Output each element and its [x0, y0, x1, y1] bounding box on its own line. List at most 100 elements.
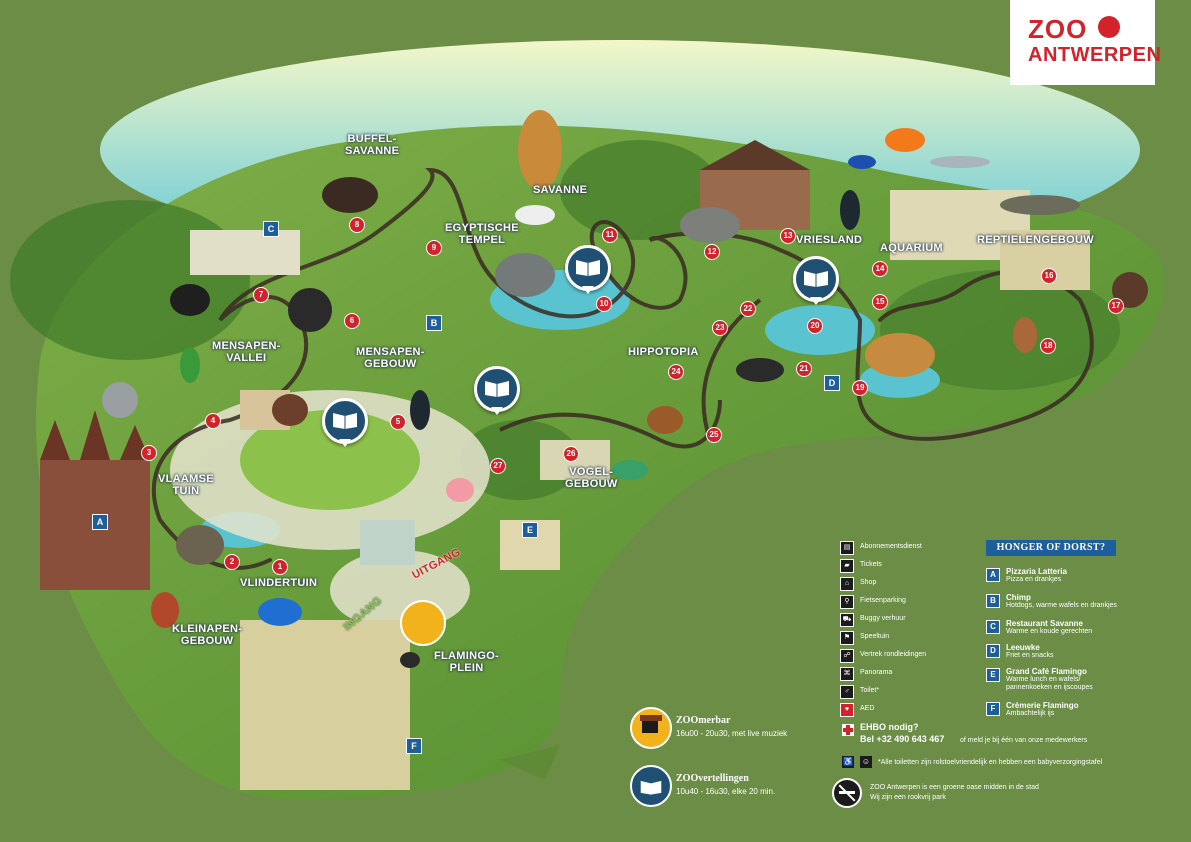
marker-14[interactable]: 14: [872, 261, 888, 277]
zoovertellingen-badge[interactable]: [474, 366, 520, 415]
gorilla: [288, 288, 332, 332]
marker-23[interactable]: 23: [712, 320, 728, 336]
flamingo: [446, 478, 474, 502]
first-aid-phone: Bel +32 490 643 467: [860, 734, 945, 744]
marker-6[interactable]: 6: [344, 313, 360, 329]
panorama-icon: ⌘: [840, 667, 854, 681]
area-label-vogelgebouw: VOGEL- GEBOUW: [565, 466, 618, 490]
butterfly: [258, 598, 302, 626]
marker-12[interactable]: 12: [704, 244, 720, 260]
marker-22[interactable]: 22: [740, 301, 756, 317]
area-label-vriesland: VRIESLAND: [796, 234, 863, 246]
marker-15[interactable]: 15: [872, 294, 888, 310]
zoomerbar-hours: 16u00 - 20u30, met live muziek: [676, 729, 788, 738]
toilet-note: *Alle toiletten zijn rolstoelvriendelijk…: [878, 759, 1103, 766]
book-icon: [485, 381, 509, 397]
logo-line2: ANTWERPEN: [1028, 44, 1162, 66]
restaurant-marker-f[interactable]: F: [406, 738, 422, 754]
zoomerbar-icon: [630, 707, 672, 749]
buffalo: [322, 177, 378, 213]
playground-icon: ⚑: [840, 631, 854, 645]
zoovertellingen-badge[interactable]: [793, 256, 839, 305]
restaurant-marker-e[interactable]: E: [522, 522, 538, 538]
marker-10[interactable]: 10: [596, 296, 612, 312]
book-icon: [804, 271, 828, 287]
zoovertellingen-title: ZOOvertellingen: [676, 773, 749, 784]
marker-5[interactable]: 5: [390, 414, 406, 430]
logo-ball-icon: [1098, 16, 1120, 38]
penguin-big: [840, 190, 860, 230]
zoo-antwerpen-logo: ZOO ANTWERPEN: [1010, 0, 1161, 85]
restaurant-marker-d[interactable]: D: [824, 375, 840, 391]
marker-1[interactable]: 1: [272, 559, 288, 575]
rhino: [680, 207, 740, 243]
marker-9[interactable]: 9: [426, 240, 442, 256]
marker-8[interactable]: 8: [349, 217, 365, 233]
marker-11[interactable]: 11: [602, 227, 618, 243]
baby-changing-icon: ☺: [860, 756, 872, 768]
restaurant-marker-c[interactable]: C: [263, 221, 279, 237]
area-label-mensapen-gebouw: MENSAPEN- GEBOUW: [356, 346, 425, 370]
marker-3[interactable]: 3: [141, 445, 157, 461]
parrot: [180, 347, 200, 383]
area-label-mensapen-vallei: MENSAPEN- VALLEI: [212, 340, 281, 364]
marker-16[interactable]: 16: [1041, 268, 1057, 284]
zoomerbar-title: ZOOmerbar: [676, 715, 731, 726]
shop-icon: ⌂: [840, 577, 854, 591]
blue-fish: [848, 155, 876, 169]
first-aid-note: of meld je bij één van onze medewerkers: [960, 737, 1088, 744]
bicycle-icon: ⚲: [840, 595, 854, 609]
marker-4[interactable]: 4: [205, 413, 221, 429]
koala: [102, 382, 138, 418]
red-monkey: [151, 592, 179, 628]
food-header: HONGER OF DORST?: [986, 540, 1116, 556]
toilet-icon: ♂: [840, 685, 854, 699]
tour-icon: ☍: [840, 649, 854, 663]
area-label-vlindertuin: VLINDERTUIN: [240, 577, 318, 589]
okapi: [272, 394, 308, 426]
zoomerbar-marker[interactable]: [400, 600, 446, 646]
area-label-egyptische-tempel: EGYPTISCHE TEMPEL: [445, 222, 519, 246]
shark: [930, 156, 990, 168]
clownfish: [885, 128, 925, 152]
area-label-reptielengebouw: REPTIELENGEBOUW: [977, 234, 1094, 246]
marker-27[interactable]: 27: [490, 458, 506, 474]
marker-18[interactable]: 18: [1040, 338, 1056, 354]
marker-24[interactable]: 24: [668, 364, 684, 380]
book-icon: [576, 260, 600, 276]
marker-21[interactable]: 21: [796, 361, 812, 377]
marker-7[interactable]: 7: [253, 287, 269, 303]
book-icon: [333, 413, 357, 429]
marker-19[interactable]: 19: [852, 380, 868, 396]
no-smoking-icon: [832, 778, 862, 808]
giraffe: [518, 110, 562, 190]
deer: [1013, 317, 1037, 353]
wheelchair-icon: ♿: [842, 756, 854, 768]
zebra: [515, 205, 555, 225]
restaurant-marker-b[interactable]: B: [426, 315, 442, 331]
chimp: [170, 284, 210, 316]
zoovertellingen-icon: [630, 765, 672, 807]
bird: [612, 460, 648, 480]
smoke-free-line2: Wij zijn een rookvrij park: [870, 794, 946, 801]
area-label-flamingo-plein: FLAMINGO- PLEIN: [434, 650, 500, 674]
area-label-aquarium: AQUARIUM: [880, 242, 943, 254]
area-label-buffel-savanne: BUFFEL- SAVANNE: [345, 133, 400, 157]
entrance-building: [240, 620, 410, 790]
restaurant-marker-a[interactable]: A: [92, 514, 108, 530]
marker-17[interactable]: 17: [1108, 298, 1124, 314]
first-aid-icon: [842, 724, 854, 736]
marker-2[interactable]: 2: [224, 554, 240, 570]
antelope: [647, 406, 683, 434]
ticket-icon: ▰: [840, 559, 854, 573]
marker-20[interactable]: 20: [807, 318, 823, 334]
area-label-vlaamse-tuin: VLAAMSE TUIN: [158, 473, 214, 497]
lion: [865, 333, 935, 377]
zoovertellingen-badge[interactable]: [322, 398, 368, 447]
zoovertellingen-badge[interactable]: [565, 245, 611, 294]
marker-26[interactable]: 26: [563, 446, 579, 462]
marker-25[interactable]: 25: [706, 427, 722, 443]
marker-13[interactable]: 13: [780, 228, 796, 244]
logo-line1: ZOO: [1028, 14, 1088, 44]
tapir: [736, 358, 784, 382]
